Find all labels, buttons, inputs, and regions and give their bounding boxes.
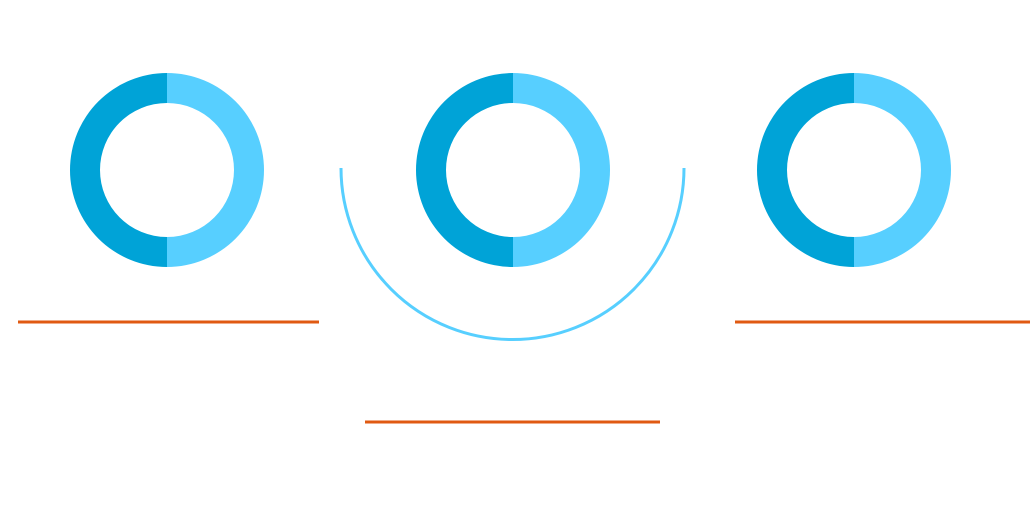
ring-right-dark-segment	[757, 73, 854, 267]
donut-ring-right	[757, 73, 951, 267]
donut-ring-left	[70, 73, 264, 267]
ring-left-dark-segment	[70, 73, 167, 267]
donut-ring-center	[416, 73, 610, 267]
ring-left-light-segment	[167, 73, 264, 267]
center-half-arc	[339, 167, 686, 341]
ring-center-light-segment	[513, 73, 610, 267]
ring-right-light-segment	[854, 73, 951, 267]
ring-center-dark-segment	[416, 73, 513, 267]
